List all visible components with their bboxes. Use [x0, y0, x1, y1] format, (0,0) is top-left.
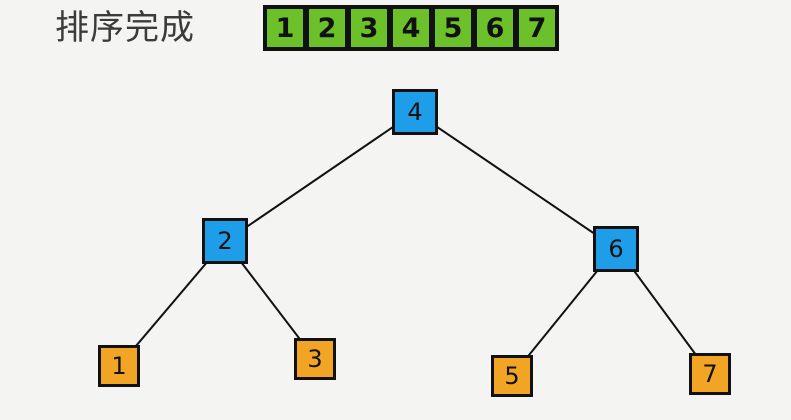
leaf-node: 3 — [294, 338, 336, 380]
diagram-title: 排序完成 — [55, 8, 195, 48]
tree-node-root: 4 — [392, 89, 438, 135]
array-cell: 1 — [265, 7, 305, 49]
array-cell: 2 — [307, 7, 347, 49]
leaf-node: 5 — [491, 355, 533, 397]
array-cell: 7 — [517, 7, 557, 49]
array-cell: 4 — [391, 7, 431, 49]
array-cell: 5 — [433, 7, 473, 49]
tree-node-right: 6 — [593, 226, 639, 272]
array-cell: 6 — [475, 7, 515, 49]
tree-node-left: 2 — [202, 218, 248, 264]
edge-4-6 — [417, 113, 618, 250]
leaf-node: 1 — [98, 345, 140, 387]
sorted-array: 1 2 3 4 5 6 7 — [263, 5, 559, 51]
leaf-node: 7 — [689, 353, 731, 395]
array-cell: 3 — [349, 7, 389, 49]
edge-4-2 — [225, 113, 413, 242]
